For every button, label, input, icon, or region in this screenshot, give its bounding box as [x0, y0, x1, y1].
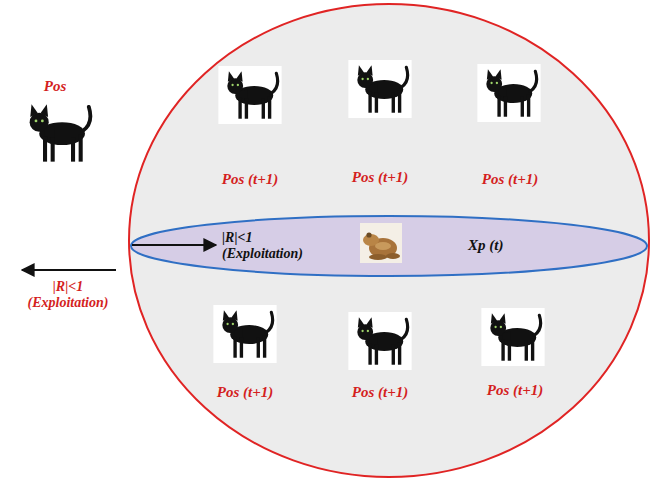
position-label: Pos (t+1) — [482, 171, 538, 188]
exploitation-arrow-left — [22, 269, 116, 271]
cat-icons — [19, 60, 545, 370]
exploitation-label: |R|<1 (Exploitation) — [222, 230, 322, 262]
exploitation-label: |R|<1 (Exploitation) — [12, 279, 124, 311]
position-label: Pos — [30, 78, 80, 95]
position-label: Pos (t+1) — [217, 384, 273, 401]
position-label: Pos (t+1) — [487, 382, 543, 399]
exploitation-arrow-in — [132, 244, 216, 246]
frog-icon — [360, 223, 402, 263]
position-label: Pos (t+1) — [352, 384, 408, 401]
position-label: Pos (t+1) — [352, 169, 408, 186]
position-label: Pos (t+1) — [222, 171, 278, 188]
prey-label: Xp (t) — [468, 237, 558, 254]
